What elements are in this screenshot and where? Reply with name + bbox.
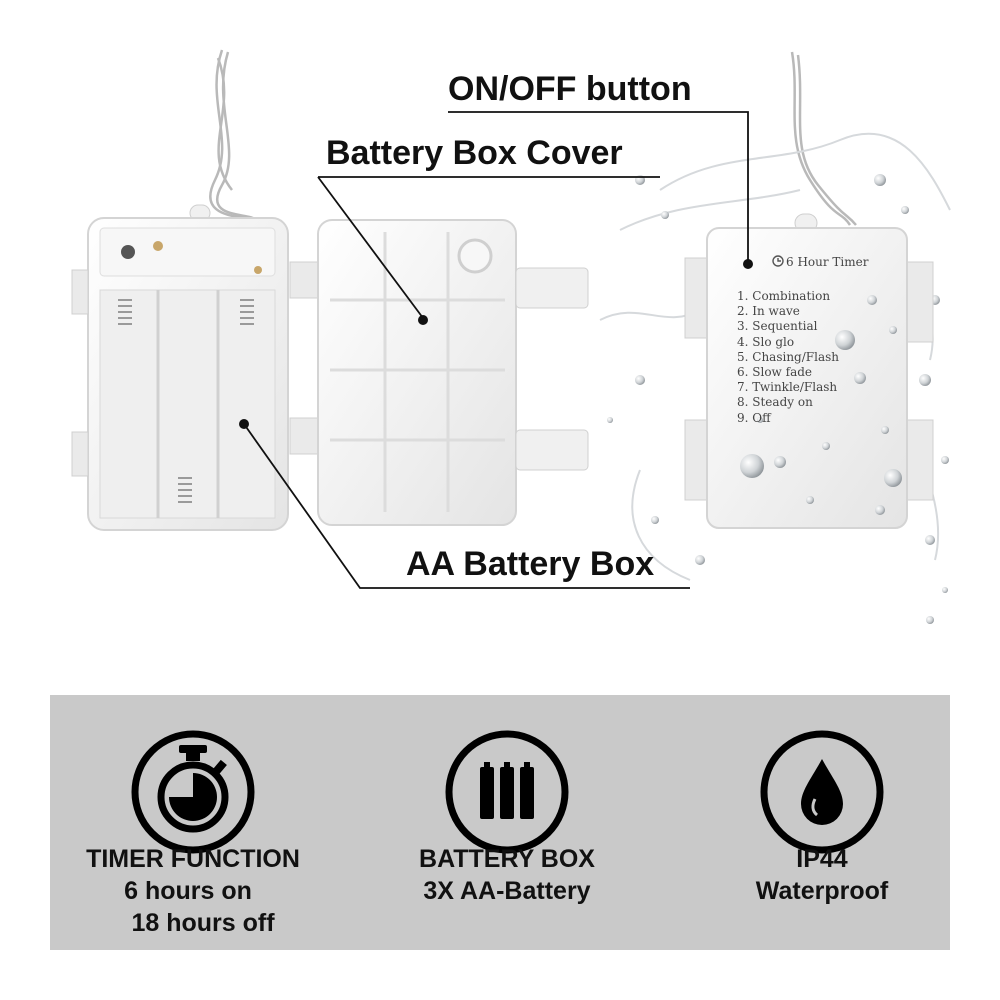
- wire-right: [790, 51, 857, 226]
- closed-battery-box: [684, 213, 934, 529]
- waterproof-feature-title: IP44: [796, 845, 848, 873]
- product-illustration: [71, 49, 951, 624]
- features-panel: TIMER FUNCTION 6 hours on 18 hours off B…: [50, 695, 950, 950]
- waterproof-feature-line: Waterproof: [755, 877, 889, 905]
- remote-mode-item: 9. Off: [737, 410, 771, 425]
- remote-timer-label: 6 Hour Timer: [786, 255, 869, 269]
- battery-box-cover-label: Battery Box Cover: [326, 134, 623, 172]
- remote-mode-item: 2. In wave: [737, 304, 800, 319]
- remote-mode-item: 8. Steady on: [737, 395, 813, 410]
- remote-mode-item: 3. Sequential: [737, 319, 818, 334]
- timer-feature-line: 6 hours on: [124, 877, 252, 905]
- remote-mode-item: 1. Combination: [737, 289, 831, 303]
- wire-left: [209, 49, 257, 222]
- remote-mode-item: 6. Slow fade: [737, 365, 813, 380]
- timer-feature-line: 18 hours off: [131, 909, 275, 937]
- remote-mode-list: 1. Combination 2. In wave 3. Sequential …: [737, 289, 839, 426]
- stopwatch-icon: [131, 730, 255, 854]
- aa-battery-box: [71, 204, 289, 531]
- water-drop-icon: [760, 730, 884, 854]
- on-off-button-label: ON/OFF button: [448, 70, 692, 108]
- remote-mode-item: 7. Twinkle/Flash: [737, 380, 838, 395]
- callout-leaders: [243, 111, 749, 589]
- battery-box-cover: [289, 219, 589, 526]
- remote-mode-item: 4. Slo glo: [737, 334, 795, 349]
- callout-dots: [239, 259, 753, 429]
- aa-battery-box-label: AA Battery Box: [406, 545, 655, 583]
- battery-feature-title: BATTERY BOX: [419, 845, 595, 873]
- battery-icon: [445, 730, 569, 854]
- timer-feature-title: TIMER FUNCTION: [86, 845, 300, 873]
- remote-mode-item: 5. Chasing/Flash: [737, 349, 839, 364]
- water-droplets: [607, 174, 949, 624]
- battery-feature-line: 3X AA-Battery: [423, 877, 591, 905]
- small-timer-icon: [772, 255, 784, 267]
